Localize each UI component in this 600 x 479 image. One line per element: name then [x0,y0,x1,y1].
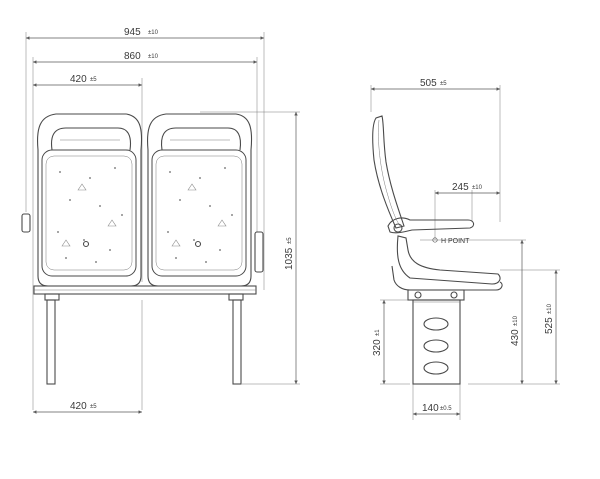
dimension-depth: 505 ±5 [371,78,500,91]
front-extension-lines [25,32,300,410]
side-extension-lines [370,85,560,420]
front-view: 945 ±10 860 ±10 420 ±5 420 ±5 1035 ±5 [21,27,300,414]
dimension-seat-height-value: 525 [544,317,555,334]
side-bracket [21,213,264,273]
dimension-h-point-height-value: 430 [510,329,521,346]
dimension-seat-height: 525 ±10 [544,270,558,384]
left-seat-cushion [41,149,137,277]
front-legs [46,299,242,385]
left-cushion-pattern [57,167,123,263]
side-view: 505 ±5 245 ±10 H POINT 320 ±1 430 ±10 [370,78,560,420]
dimension-pedestal-height-value: 320 [372,339,383,356]
dimension-pedestal-height-tolerance: ±1 [375,329,381,336]
dimension-seat-width-bottom-value: 420 [70,401,87,412]
dimension-overall-height-value: 1035 [284,247,295,270]
dimension-pedestal-width-value: 140 [422,403,439,414]
dimension-pedestal-height: 320 ±1 [372,300,386,384]
right-seat-grommet [194,240,202,248]
dimension-h-point-height-tolerance: ±10 [513,315,519,326]
side-armrest [387,217,475,234]
dimension-seat-height-tolerance: ±10 [547,303,553,314]
h-point-label: H POINT [441,238,470,245]
dimension-h-point-height: 430 ±10 [510,240,524,384]
right-cushion-pattern [167,167,233,263]
dimension-pedestal-width: 140 ±0.5 [413,403,460,416]
dimension-backrest-span-tolerance: ±10 [148,54,159,60]
pedestal-slot-1 [423,317,449,331]
dimension-seat-width-bottom-tolerance: ±5 [90,404,97,410]
right-seat-cushion [151,149,247,277]
h-point-marker: H POINT [432,237,470,245]
dimension-pedestal-width-tolerance: ±0.5 [440,406,452,412]
dimension-overall-height: 1035 ±5 [284,112,298,384]
dimension-depth-tolerance: ±5 [440,81,447,87]
dimension-backrest-span-value: 860 [124,51,141,62]
dimension-seat-width-top-value: 420 [70,74,87,85]
dimension-overall-width: 945 ±10 [26,27,264,40]
side-mount-bracket [407,289,465,301]
left-seat [36,113,143,287]
dimension-h-point-depth-tolerance: ±10 [472,185,483,191]
base-frame [33,285,257,301]
dimension-seat-width-top: 420 ±5 [33,74,142,87]
pedestal-slot-2 [423,339,449,353]
pedestal-slot-3 [423,361,449,375]
right-seat [146,113,253,287]
dimension-h-point-depth-value: 245 [452,182,469,193]
dimension-h-point-depth: 245 ±10 [435,182,500,195]
side-backrest [372,115,405,229]
left-seat-grommet [82,240,90,248]
dimension-backrest-span: 860 ±10 [33,51,257,64]
side-pedestal [412,299,461,385]
dimension-overall-height-tolerance: ±5 [287,237,293,244]
dimension-seat-width-top-tolerance: ±5 [90,77,97,83]
dimension-overall-width-value: 945 [124,27,141,38]
dimension-seat-width-bottom: 420 ±5 [33,401,142,414]
dimension-overall-width-tolerance: ±10 [148,30,159,36]
dimension-depth-value: 505 [420,78,437,89]
